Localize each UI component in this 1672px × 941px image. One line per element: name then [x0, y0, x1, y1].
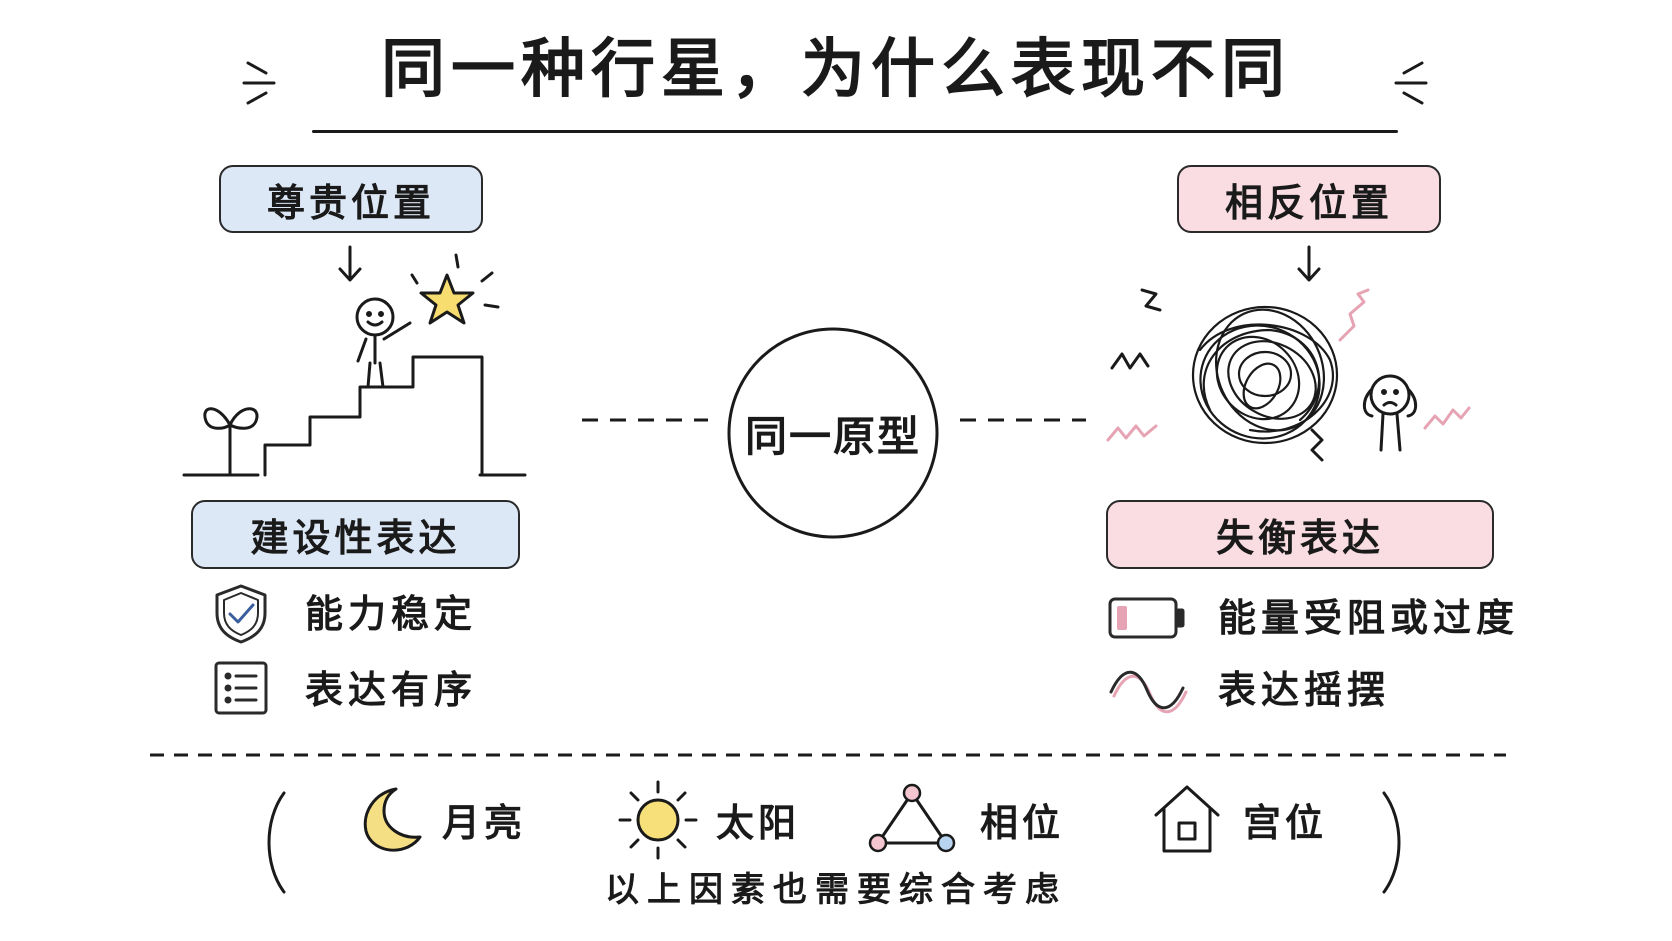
expression-imbalanced: 失衡表达	[1106, 500, 1494, 569]
house-icon	[1154, 785, 1220, 853]
left-bracket	[267, 791, 286, 894]
aspect-triangle-icon	[868, 783, 956, 853]
left-item-label: 能力稳定	[305, 592, 478, 636]
tag-dignified-position: 尊贵位置	[219, 165, 483, 233]
title-sparkle-left-icon	[242, 61, 276, 105]
title-sparkle-right-icon	[1394, 61, 1428, 105]
moon-icon	[363, 787, 422, 852]
arrow-down-icon	[1297, 245, 1321, 282]
archetype-label: 同一原型	[744, 411, 921, 461]
right-item-label: 表达摇摆	[1218, 668, 1391, 712]
factor-label: 月亮	[442, 801, 527, 845]
right-bracket	[1382, 791, 1401, 894]
factor-label: 相位	[980, 801, 1065, 845]
list-icon	[214, 661, 268, 715]
dashed-connector-left	[582, 418, 708, 422]
wave-icon	[1109, 670, 1188, 714]
title-underline	[312, 130, 1398, 133]
factor-label: 宫位	[1243, 801, 1328, 845]
sun-icon	[618, 780, 698, 860]
right-item-label: 能量受阻或过度	[1218, 596, 1520, 640]
archetype-circle	[727, 327, 939, 539]
factor-label: 太阳	[716, 801, 801, 845]
tag-opposite-position: 相反位置	[1177, 165, 1441, 233]
page-title: 同一种行星，为什么表现不同	[381, 33, 1291, 107]
tangle-distress-illustration	[1106, 288, 1471, 462]
expression-constructive: 建设性表达	[191, 500, 520, 569]
section-divider	[150, 753, 1506, 757]
footnote: 以上因素也需要综合考虑	[605, 870, 1067, 910]
low-battery-icon	[1108, 597, 1185, 639]
arrow-down-icon	[338, 245, 362, 282]
star-icon	[419, 273, 475, 325]
shield-check-icon	[215, 584, 267, 644]
left-item-label: 表达有序	[305, 668, 478, 712]
stairs-success-illustration	[182, 253, 527, 477]
dashed-connector-right	[960, 418, 1086, 422]
